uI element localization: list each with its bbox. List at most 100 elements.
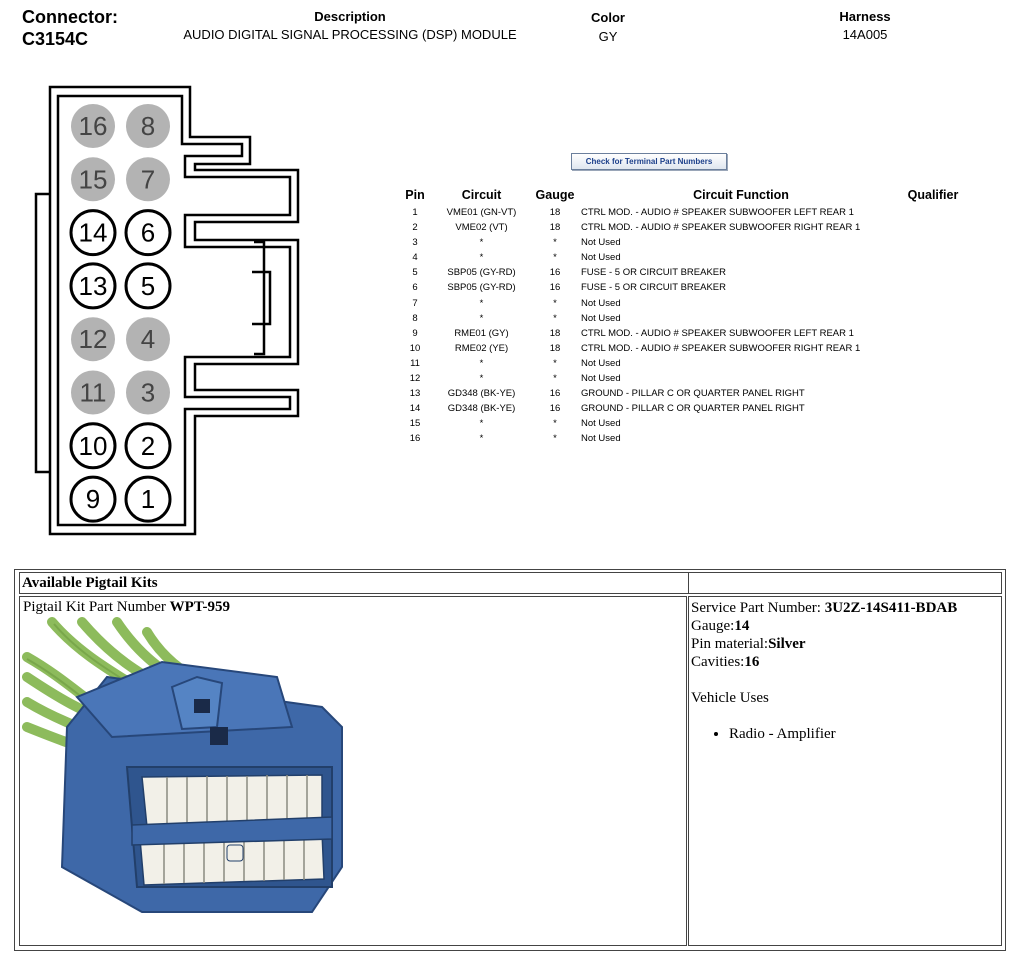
gauge-cell: * bbox=[553, 357, 557, 369]
qualifier-cell bbox=[901, 371, 965, 386]
pin-cell: 4 bbox=[412, 252, 418, 264]
pin-material-value: Silver bbox=[768, 636, 806, 652]
cavity-number: 3 bbox=[141, 378, 155, 408]
cavity-12: 12 bbox=[71, 317, 115, 362]
circuit-cell: VME02 (VT) bbox=[455, 222, 508, 234]
pigtail-kit-label: Pigtail Kit Part Number bbox=[23, 599, 170, 615]
harness-label: Harness bbox=[839, 9, 891, 24]
pigtail-kit-details-cell: Service Part Number: 3U2Z-14S411-BDAB Ga… bbox=[688, 596, 1002, 946]
table-row: 4**Not Used bbox=[398, 250, 965, 265]
circuit-cell: * bbox=[479, 418, 484, 430]
cavity-number: 6 bbox=[141, 218, 155, 248]
cavity-5: 5 bbox=[124, 262, 172, 310]
cavity-circle bbox=[124, 209, 172, 257]
pin-cell: 6 bbox=[412, 282, 418, 294]
function-cell: CTRL MOD. - AUDIO # SPEAKER SUBWOOFER RI… bbox=[581, 342, 861, 354]
cavity-14: 14 bbox=[69, 209, 117, 257]
circuit-cell: * bbox=[479, 252, 484, 264]
cavity-4: 4 bbox=[126, 317, 170, 362]
function-cell: FUSE - 5 OR CIRCUIT BREAKER bbox=[581, 282, 726, 294]
cavity-number: 16 bbox=[79, 111, 108, 141]
table-row: 16**Not Used bbox=[398, 431, 965, 446]
pin-cell: 14 bbox=[409, 403, 421, 415]
color-label: Color bbox=[591, 10, 625, 25]
cavity-6: 6 bbox=[124, 209, 172, 257]
pin-table: Pin Circuit Gauge Circuit Function Quali… bbox=[398, 188, 965, 447]
qualifier-cell bbox=[901, 356, 965, 371]
gauge-cell: 18 bbox=[549, 222, 561, 234]
pin-cell: 3 bbox=[412, 237, 418, 249]
function-cell: CTRL MOD. - AUDIO # SPEAKER SUBWOOFER LE… bbox=[581, 327, 854, 339]
function-cell: CTRL MOD. - AUDIO # SPEAKER SUBWOOFER RI… bbox=[581, 222, 861, 234]
cavity-number: 8 bbox=[141, 111, 155, 141]
pin-cell: 15 bbox=[409, 418, 421, 430]
color-value: GY bbox=[598, 29, 618, 44]
cavities-value: 16 bbox=[744, 654, 760, 670]
gauge-cell: * bbox=[553, 252, 557, 264]
qualifier-cell bbox=[901, 205, 965, 220]
col-circuit-function: Circuit Function bbox=[693, 188, 789, 202]
cavity-number: 14 bbox=[79, 218, 108, 248]
circuit-cell: * bbox=[479, 237, 484, 249]
check-terminal-part-numbers-button[interactable]: Check for Terminal Part Numbers bbox=[571, 153, 727, 170]
description-label: Description bbox=[314, 9, 386, 24]
pin-cell: 1 bbox=[412, 207, 418, 218]
cavity-number: 4 bbox=[141, 324, 155, 354]
cavity-number: 1 bbox=[141, 484, 155, 514]
pin-cell: 7 bbox=[412, 297, 418, 309]
cavity-9: 9 bbox=[69, 475, 117, 523]
circuit-cell: RME01 (GY) bbox=[454, 327, 509, 339]
cavity-8: 8 bbox=[126, 104, 170, 148]
cavity-circle bbox=[71, 370, 115, 415]
cavity-number: 15 bbox=[79, 164, 108, 194]
circuit-cell: * bbox=[479, 312, 484, 324]
circuit-cell: * bbox=[479, 433, 484, 445]
table-row: 8**Not Used bbox=[398, 311, 965, 326]
function-cell: Not Used bbox=[581, 357, 621, 369]
cavity-2: 2 bbox=[124, 422, 172, 470]
cavity-10: 10 bbox=[69, 422, 117, 470]
pigtail-connector-body bbox=[60, 660, 343, 913]
qualifier-cell bbox=[901, 326, 965, 341]
pin-cell: 13 bbox=[409, 388, 421, 400]
pigtail-kits-title-spacer bbox=[688, 572, 1002, 594]
circuit-cell: RME02 (YE) bbox=[454, 342, 509, 354]
cavity-circle bbox=[69, 209, 117, 257]
pigtail-connector-photo bbox=[22, 617, 343, 913]
gauge-cell: 18 bbox=[549, 342, 561, 354]
pin-cell: 16 bbox=[409, 433, 421, 445]
table-row: 12**Not Used bbox=[398, 371, 965, 386]
qualifier-cell bbox=[901, 220, 965, 235]
gauge-cell: 18 bbox=[549, 327, 561, 339]
description-value: AUDIO DIGITAL SIGNAL PROCESSING (DSP) MO… bbox=[183, 27, 517, 42]
pin-cell: 8 bbox=[412, 312, 418, 324]
qualifier-cell bbox=[901, 431, 965, 446]
qualifier-cell bbox=[901, 235, 965, 250]
cavity-number: 2 bbox=[141, 431, 155, 461]
circuit-cell: * bbox=[479, 373, 484, 385]
cavity-number: 5 bbox=[141, 271, 155, 301]
qualifier-cell bbox=[901, 296, 965, 311]
function-cell: Not Used bbox=[581, 237, 621, 249]
cavity-circle bbox=[124, 475, 172, 523]
table-row: 15**Not Used bbox=[398, 416, 965, 431]
gauge-cell: 18 bbox=[549, 207, 561, 218]
cavities-label: Cavities: bbox=[691, 654, 745, 670]
pigtail-kits-section: Available Pigtail Kits Pigtail Kit Part … bbox=[14, 569, 1006, 951]
gauge-cell: 16 bbox=[549, 267, 561, 279]
gauge-cell: * bbox=[553, 312, 557, 324]
cavity-circle bbox=[126, 104, 170, 148]
service-part-number: Service Part Number: 3U2Z-14S411-BDAB bbox=[691, 599, 1001, 617]
col-qualifier: Qualifier bbox=[907, 188, 959, 202]
cavity-13: 13 bbox=[69, 262, 117, 310]
gauge-cell: * bbox=[553, 373, 557, 385]
cavity-number: 13 bbox=[79, 271, 108, 301]
gauge-cell: 16 bbox=[549, 403, 561, 415]
table-row: 3**Not Used bbox=[398, 235, 965, 250]
gauge-label: Gauge: bbox=[691, 618, 735, 634]
function-cell: GROUND - PILLAR C OR QUARTER PANEL RIGHT bbox=[581, 403, 805, 415]
